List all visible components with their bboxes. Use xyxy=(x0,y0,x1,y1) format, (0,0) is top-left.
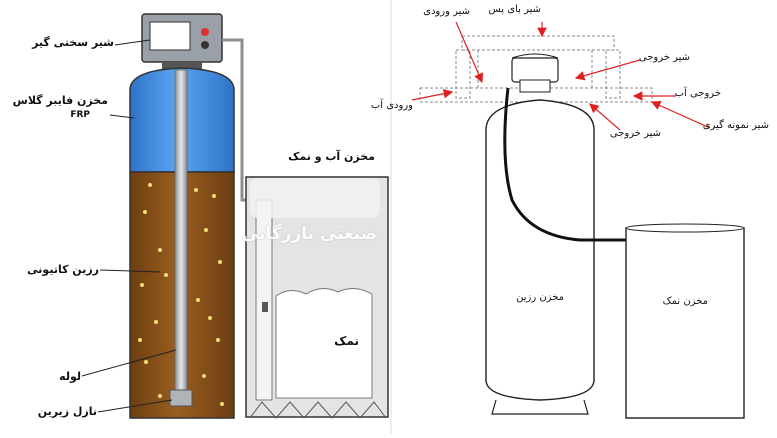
center-pipe xyxy=(169,69,193,407)
label-cation-resin: رزین کاتیونی xyxy=(27,263,99,276)
right-label-arrows xyxy=(411,21,711,131)
label-inlet-valve: شیر ورودی xyxy=(423,6,470,17)
left-leader-lines xyxy=(81,39,177,413)
label-brine-tank: مخزن آب و نمک xyxy=(288,150,375,163)
resin-tank xyxy=(485,99,595,415)
label-water-outlet: خروجی آب xyxy=(674,88,721,99)
resin-beads xyxy=(138,183,224,406)
label-outlet-valve-bottom: شیر خروجی xyxy=(609,128,661,139)
label-frp: FRP xyxy=(70,110,90,120)
label-bypass-valve: شیر بای پس xyxy=(488,4,541,15)
brine-hose xyxy=(503,87,626,242)
watermark-text: صنعتی بازرگانی xyxy=(241,224,377,244)
label-outlet-valve-top: شیر خروجی xyxy=(638,52,690,63)
label-salt: نمک xyxy=(334,334,359,348)
valve-head xyxy=(511,53,559,93)
label-sampling-valve: شیر نمونه گیری xyxy=(702,120,769,131)
label-softener-valve: شیر سختی گیر xyxy=(32,36,114,49)
salt-tank xyxy=(625,223,745,419)
label-water-inlet: ورودی آب xyxy=(370,100,413,111)
label-pipe: لوله xyxy=(59,370,81,383)
control-valve-head xyxy=(141,13,223,70)
watermark-logo xyxy=(250,178,380,218)
label-salt-tank: مخزن نمک xyxy=(662,296,708,307)
label-resin-tank: مخزن رزین xyxy=(516,292,564,303)
label-fiberglass-tank: مخزن فایبر گلاس xyxy=(12,94,108,107)
label-bottom-nozzle: نازل زیرین xyxy=(37,405,97,418)
